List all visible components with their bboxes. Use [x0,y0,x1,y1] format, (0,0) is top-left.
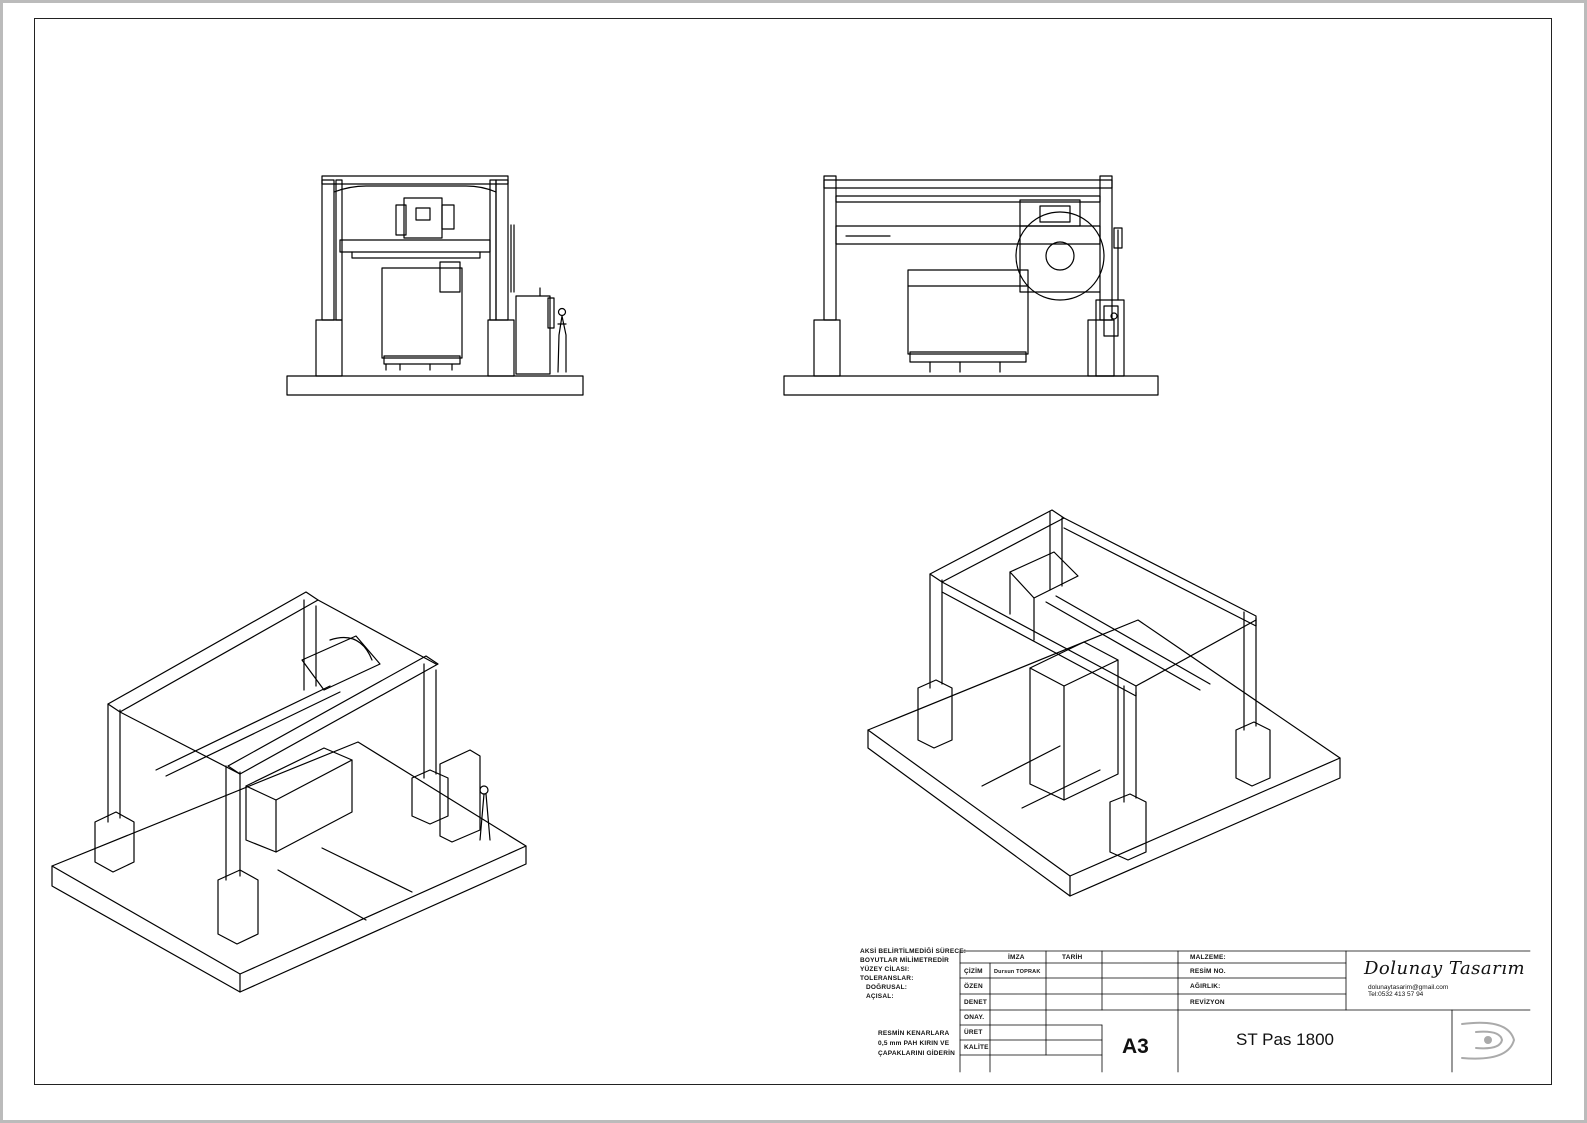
row-uret: ÜRET [964,1029,983,1036]
edge-note-2: 0,5 mm PAH KIRIN VE [878,1040,950,1047]
front-view [286,175,584,396]
drawn-by: Dursun TOPRAK [994,969,1041,975]
row-ozen: ÖZEN [964,983,983,990]
note-line-4: TOLERANSLAR: [860,975,914,982]
edge-note-3: ÇAPAKLARINI GİDERİN [878,1050,955,1057]
note-line-2: BOYUTLAR MİLİMETREDİR [860,957,950,964]
note-line-6: AÇISAL: [866,993,894,1000]
edge-note-1: RESMİN KENARLARA [878,1030,950,1037]
row-cizim: ÇİZİM [964,968,983,975]
dolunay-logo-icon [1461,1021,1515,1060]
isometric-view-left [51,591,527,993]
drawing-frame [34,18,1552,1085]
row-kalite: KALİTE [964,1044,989,1051]
drawing-title: ST Pas 1800 [1236,1030,1334,1049]
sheet-size: A3 [1122,1035,1149,1058]
note-line-3: YÜZEY CİLASI: [860,966,910,973]
note-line-5: DOĞRUSAL: [866,984,908,991]
row-denet: DENET [964,999,988,1006]
isometric-view-right [867,509,1341,897]
contact-phone: Tel:0532 413 57 94 [1368,991,1424,998]
header-tarih: TARİH [1062,954,1083,961]
row-onay: ONAY. [964,1014,985,1021]
contact-email: dolunaytasarim@gmail.com [1368,984,1449,991]
header-imza: İMZA [1008,954,1025,961]
brand-name: Dolunay Tasarım [1364,958,1526,979]
revision-label: REVİZYON [1190,999,1225,1006]
side-view [783,175,1159,396]
note-line-1: AKSİ BELİRTİLMEDİĞİ SÜRECE: [860,948,967,955]
drawing-no-label: RESİM NO. [1190,968,1226,975]
title-block-grid [959,950,1531,1073]
material-label: MALZEME: [1190,954,1226,961]
weight-label: AĞIRLIK: [1190,983,1221,990]
